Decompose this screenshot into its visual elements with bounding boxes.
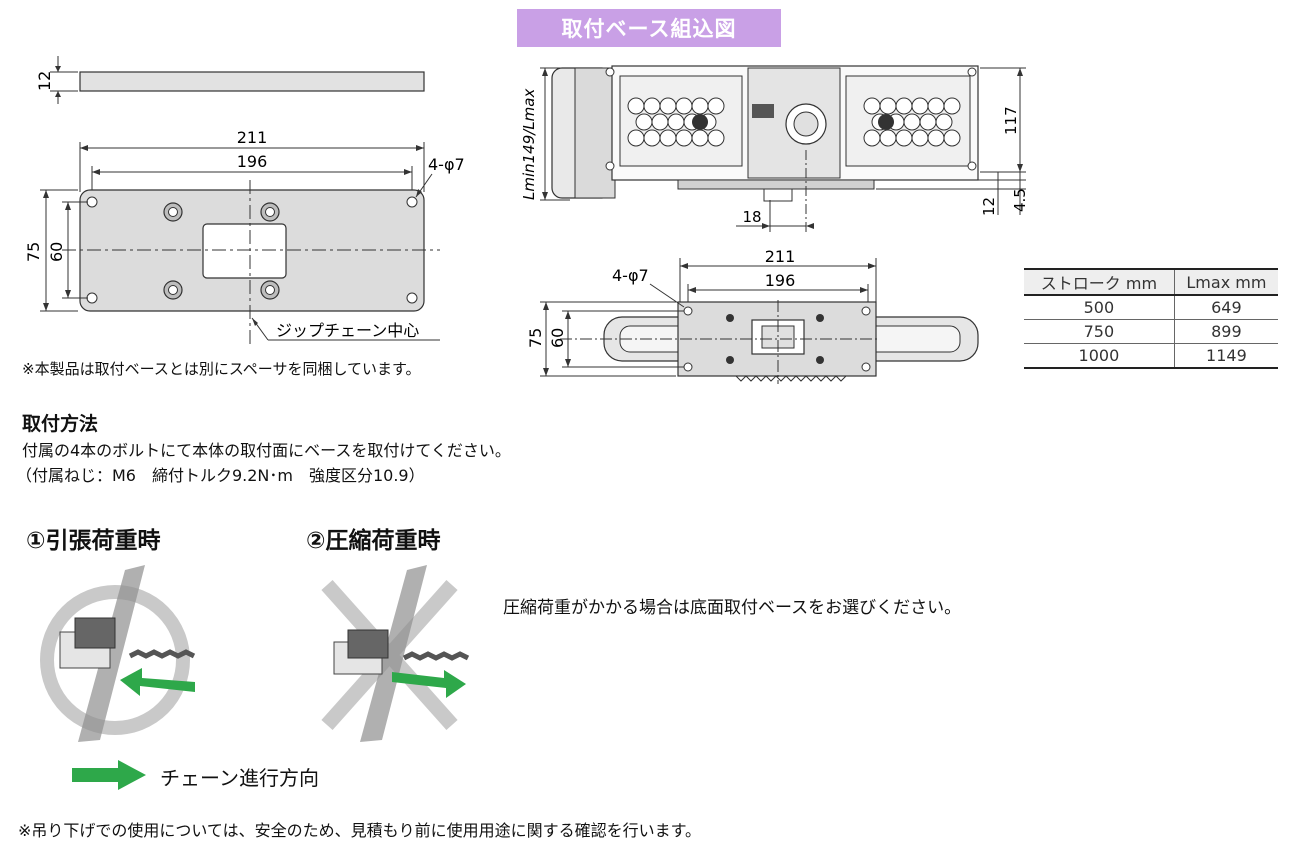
thickness-dim: 12: [35, 71, 54, 91]
mounting-line-1: 付属の4本のボルトにて本体の取付面にベースを取付けてください。: [22, 441, 511, 460]
plate-side-view: [79, 71, 425, 92]
lmax-header: Lmax mm: [1173, 268, 1278, 296]
mount-base-side: [677, 179, 875, 190]
table-row: 750 899: [1024, 319, 1278, 344]
compression-title: ②圧縮荷重時: [306, 528, 441, 554]
compression-note: 圧縮荷重がかかる場合は底面取付ベースをお選びください。: [503, 598, 962, 618]
width-inner-dim: 196: [237, 152, 268, 171]
compression-arrow-icon: [392, 670, 466, 698]
cable-holes-right: [863, 97, 961, 147]
direction-label: チェーン進行方向: [160, 766, 319, 790]
hole-label: 4-φ7: [428, 155, 465, 174]
section-title-badge: 取付ベース組込図: [517, 9, 781, 47]
stroke-header: ストローク mm: [1024, 268, 1175, 296]
plan-width-inner: 196: [765, 271, 796, 290]
width-outer-dim: 211: [237, 128, 268, 147]
wall-plane: [360, 565, 427, 742]
footer-note: ※吊り下げでの使用については、安全のため、見積もり前に使用用途に関する確認を行い…: [18, 821, 702, 840]
table-row: 1000 1149: [1024, 343, 1278, 369]
center-label: ジップチェーン中心: [276, 321, 419, 340]
stroke-cell: 750: [1024, 319, 1175, 344]
tension-illustration: [40, 565, 196, 742]
lmax-cell: 899: [1173, 319, 1278, 344]
length-label: Lmin149/Lmax: [520, 89, 538, 200]
assembly-drawing: Lmin149/Lmax 117 12 4.5: [520, 65, 1029, 232]
lmax-cell: 1149: [1173, 343, 1278, 369]
plan-width-outer: 211: [765, 247, 796, 266]
direction-arrow-icon: [72, 760, 146, 790]
offset-dim-18: 18: [742, 208, 761, 226]
tension-title: ①引張荷重時: [26, 528, 161, 554]
compression-illustration: [321, 565, 470, 742]
plan-view-drawing: 211 196 75 60 4-φ7: [526, 247, 979, 384]
stroke-cell: 1000: [1024, 343, 1175, 369]
ok-circle-icon: [40, 585, 190, 735]
wall-plane: [78, 565, 145, 742]
cable-holes-left: [627, 97, 725, 147]
mounting-title: 取付方法: [22, 413, 99, 435]
spacer-note: ※本製品は取付ベースとは別にスペーサを同梱しています。: [22, 360, 421, 378]
table-row: 500 649: [1024, 294, 1278, 320]
base-plate-drawing: 12 211 196 75 60 4-φ7: [24, 56, 465, 345]
height-outer-dim: 75: [24, 242, 43, 262]
plan-hole-label: 4-φ7: [612, 266, 649, 285]
corner-holes: [86, 196, 418, 304]
plan-height-inner: 60: [548, 328, 567, 348]
height-dim-117: 117: [1002, 106, 1020, 135]
bolt-holes: [163, 202, 280, 300]
plan-height-outer: 75: [526, 328, 545, 348]
base-dim-45: 4.5: [1011, 188, 1029, 212]
stroke-cell: 500: [1024, 294, 1175, 320]
height-inner-dim: 60: [47, 242, 66, 262]
center-opening: [202, 223, 287, 279]
mounting-line-2: （付属ねじ：M6 締付トルク9.2N･m 強度区分10.9）: [16, 466, 425, 485]
tension-arrow-icon: [120, 668, 195, 696]
lmax-cell: 649: [1173, 294, 1278, 320]
stroke-table: ストローク mm Lmax mm 500 649 750 899 1000 11…: [1024, 268, 1278, 369]
base-dim-12: 12: [980, 197, 998, 216]
